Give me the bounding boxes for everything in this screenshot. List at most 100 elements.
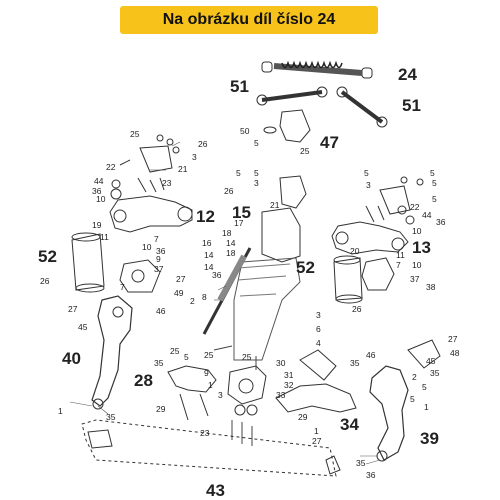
bolt-group-top-left bbox=[110, 134, 180, 200]
swing-arm-left bbox=[109, 195, 193, 233]
callout-small: 29 bbox=[298, 412, 308, 422]
callout-small: 25 bbox=[242, 352, 252, 362]
bushing-right bbox=[333, 255, 363, 304]
caliper-center bbox=[227, 365, 267, 405]
big-callouts: 51 24 51 47 15 12 52 13 52 40 28 34 39 4… bbox=[38, 65, 439, 500]
callout-small: 10 bbox=[142, 242, 152, 252]
callout-small: 11 bbox=[100, 232, 109, 242]
callout-small: 29 bbox=[156, 404, 166, 414]
swing-arm-right bbox=[331, 221, 409, 255]
callout-small: 35 bbox=[356, 458, 366, 468]
callout-small: 14 bbox=[226, 238, 236, 248]
callout-small: 25 bbox=[130, 129, 140, 139]
callout-small: 36 bbox=[212, 270, 222, 280]
callout-small: 1 bbox=[208, 380, 213, 390]
callout-small: 3 bbox=[192, 152, 197, 162]
callout-small: 27 bbox=[176, 274, 186, 284]
lower-arm-right bbox=[275, 383, 357, 413]
callout-small: 21 bbox=[178, 164, 188, 174]
callout-small: 44 bbox=[94, 176, 104, 186]
callout-small: 36 bbox=[92, 186, 102, 196]
lower-arm-left bbox=[167, 365, 217, 393]
callout-43: 43 bbox=[206, 481, 225, 500]
callout-small: 17 bbox=[234, 218, 244, 228]
callout-small: 27 bbox=[312, 436, 322, 446]
title-banner: Na obrázku díl číslo 24 bbox=[120, 6, 378, 34]
callout-small: 33 bbox=[276, 390, 286, 400]
callout-small: 36 bbox=[156, 246, 166, 256]
right-mount bbox=[361, 257, 395, 291]
callout-small: 37 bbox=[410, 274, 420, 284]
callout-small: 36 bbox=[436, 217, 446, 227]
callout-small: 9 bbox=[156, 254, 161, 264]
callout-small: 35 bbox=[154, 358, 164, 368]
callout-small: 5 bbox=[432, 178, 437, 188]
callout-small: 35 bbox=[430, 368, 440, 378]
callout-small: 26 bbox=[352, 304, 362, 314]
callout-small: 45 bbox=[426, 356, 436, 366]
callout-40: 40 bbox=[62, 349, 81, 368]
callout-small: 50 bbox=[240, 126, 250, 136]
callout-small: 25 bbox=[170, 346, 180, 356]
bolt-group-top-right bbox=[365, 176, 424, 225]
callout-small: 22 bbox=[410, 202, 420, 212]
callout-small: 46 bbox=[156, 306, 166, 316]
callout-small: 23 bbox=[162, 178, 172, 188]
knuckle-right bbox=[369, 365, 409, 461]
callout-52-right: 52 bbox=[296, 258, 315, 277]
callout-52-left: 52 bbox=[38, 247, 57, 266]
callout-small: 3 bbox=[316, 310, 321, 320]
upper-link-right bbox=[340, 90, 384, 124]
frame-beam bbox=[233, 257, 301, 361]
callout-small: 3 bbox=[218, 390, 223, 400]
callout-51-right: 51 bbox=[402, 96, 421, 115]
callout-28: 28 bbox=[134, 371, 153, 390]
callout-small: 27 bbox=[68, 304, 78, 314]
callout-small: 5 bbox=[236, 168, 241, 178]
callout-small: 5 bbox=[430, 168, 435, 178]
center-bracket bbox=[261, 207, 301, 263]
callout-34: 34 bbox=[340, 415, 359, 434]
callout-small: 31 bbox=[284, 370, 294, 380]
callout-small: 48 bbox=[450, 348, 460, 358]
callout-small: 35 bbox=[106, 412, 116, 422]
callout-small: 49 bbox=[174, 288, 184, 298]
callout-small: 7 bbox=[396, 260, 401, 270]
callout-12: 12 bbox=[196, 207, 215, 226]
callout-small: 32 bbox=[284, 380, 294, 390]
callout-15: 15 bbox=[232, 203, 251, 222]
callout-small: 14 bbox=[204, 262, 214, 272]
callout-small: 1 bbox=[424, 402, 429, 412]
callout-small: 20 bbox=[350, 246, 360, 256]
callout-47: 47 bbox=[320, 133, 339, 152]
callout-small: 22 bbox=[106, 162, 116, 172]
callout-small: 1 bbox=[58, 406, 63, 416]
callout-small: 5 bbox=[422, 382, 427, 392]
callout-small: 6 bbox=[316, 324, 321, 334]
callout-small: 10 bbox=[412, 226, 422, 236]
callout-small: 11 bbox=[396, 250, 405, 260]
knuckle-left bbox=[91, 295, 133, 407]
callout-small: 38 bbox=[426, 282, 436, 292]
callout-small: 26 bbox=[198, 139, 208, 149]
callout-small: 23 bbox=[200, 428, 210, 438]
callout-small: 2 bbox=[190, 296, 195, 306]
upper-link-left bbox=[261, 90, 323, 102]
callout-small: 26 bbox=[224, 186, 234, 196]
callout-39: 39 bbox=[420, 429, 439, 448]
callout-small: 18 bbox=[222, 228, 232, 238]
callout-small: 35 bbox=[350, 358, 360, 368]
callout-small: 5 bbox=[184, 352, 189, 362]
bushing-left bbox=[71, 232, 105, 293]
callout-small: 25 bbox=[300, 146, 310, 156]
callout-small: 5 bbox=[254, 168, 259, 178]
small-callouts: 50 5 25 25 26 3 22 21 44 36 10 23 5 3 26… bbox=[40, 126, 460, 480]
callout-small: 5 bbox=[410, 394, 415, 404]
callout-51-left: 51 bbox=[230, 77, 249, 96]
callout-small: 7 bbox=[120, 282, 125, 292]
callout-small: 3 bbox=[366, 180, 371, 190]
callout-small: 9 bbox=[204, 368, 209, 378]
callout-13: 13 bbox=[412, 238, 431, 257]
callout-small: 18 bbox=[226, 248, 236, 258]
